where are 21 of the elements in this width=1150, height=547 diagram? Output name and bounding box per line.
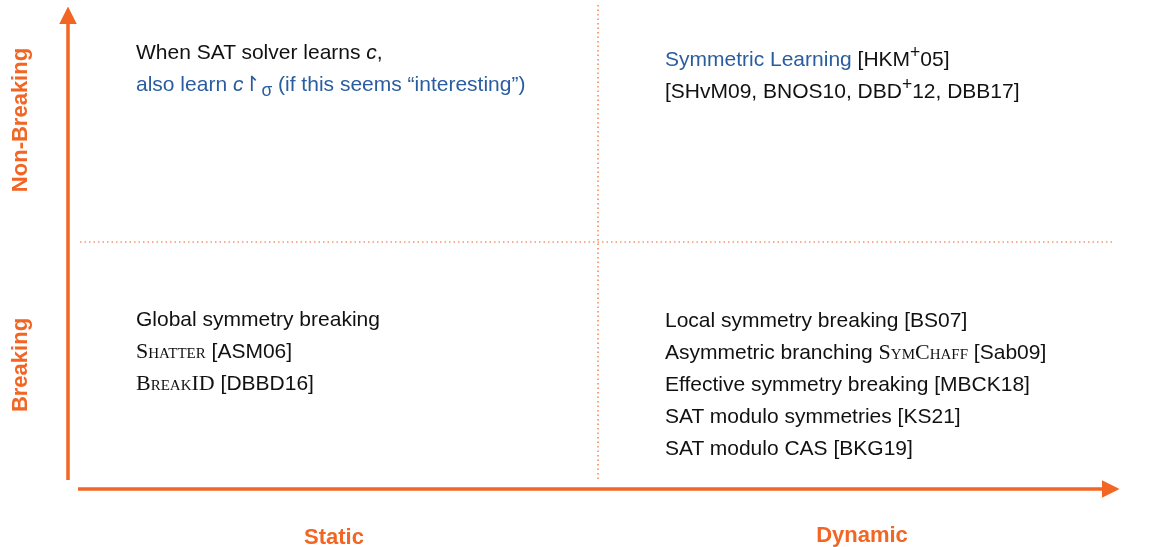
text-label: When SAT solver learns c, xyxy=(136,40,383,63)
text-label: Symmetric Learning xyxy=(665,47,852,70)
text-label: [SHvM09, BNOS10, DBD$^{+}$12, DBB17] xyxy=(665,79,1020,102)
text-label: Global symmetry breaking xyxy=(136,307,380,330)
tool-name: Shatter xyxy=(136,338,206,363)
tool-name: SymChaff xyxy=(878,339,968,364)
axis-label: Breaking xyxy=(7,317,33,413)
text-label: Local symmetry breaking [BS07] xyxy=(665,308,968,331)
text-label: [DBBD16] xyxy=(220,371,314,394)
axis-label: Non-Breaking xyxy=(7,47,33,193)
axis-label: Dynamic xyxy=(816,522,908,547)
text-label: SAT modulo symmetries [KS21] xyxy=(665,404,961,427)
text-label: SAT modulo CAS [BKG19] xyxy=(665,436,913,459)
text-label: [Sab09] xyxy=(973,340,1047,363)
axis-label: Static xyxy=(304,524,364,547)
text-label: [HKM$^{+}$05] xyxy=(857,47,950,70)
tool-name: BreakID xyxy=(136,370,215,395)
text-label: also learn c↾$_{σ}$ (if this seems “interesting”) xyxy=(136,72,526,95)
text-label: Asymmetric branching xyxy=(665,340,873,363)
text-label: [ASM06] xyxy=(211,339,293,362)
text-label: Effective symmetry breaking [MBCK18] xyxy=(665,372,1030,395)
